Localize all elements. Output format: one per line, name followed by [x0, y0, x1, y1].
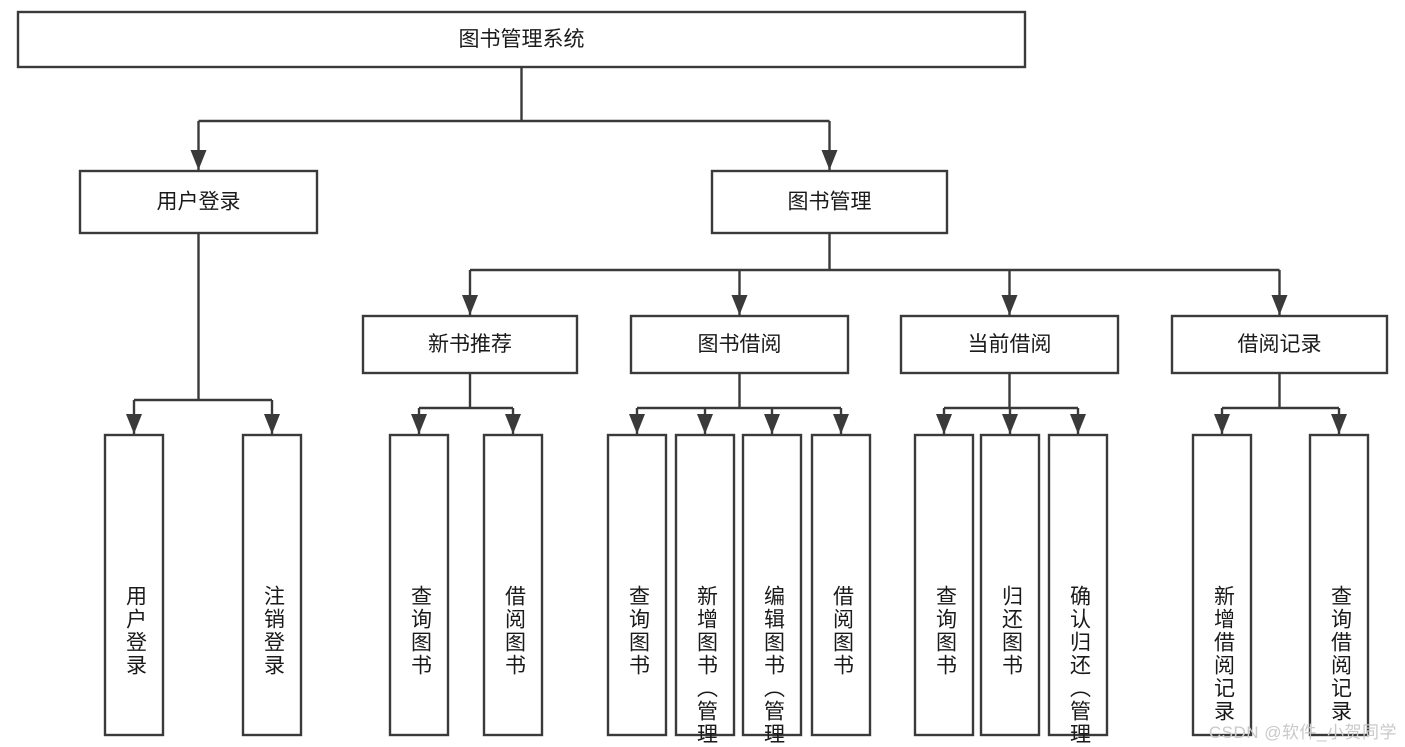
node-leaf-edit-book[interactable]: 编辑图书（管理员）	[741, 433, 803, 747]
arrow-head-icon	[833, 414, 849, 434]
arrow-head-icon	[764, 414, 780, 434]
nodes-group: 图书管理系统用户登录图书管理新书推荐图书借阅当前借阅借阅记录用户登录注销登录查询…	[16, 10, 1389, 747]
node-box-leaf-query-book-3	[913, 433, 975, 737]
arrow-head-icon	[505, 414, 521, 434]
arrow-head-icon	[821, 150, 838, 170]
arrow-head-icon	[190, 150, 207, 170]
arrow-head-icon	[697, 414, 713, 434]
node-leaf-borrow-book-1[interactable]: 借阅图书	[482, 433, 544, 737]
node-leaf-confirm-return[interactable]: 确认归还（管理员）	[1047, 433, 1109, 747]
node-user-login[interactable]: 用户登录	[78, 169, 319, 235]
arrow-head-icon	[629, 414, 645, 434]
arrow-head-icon	[731, 295, 748, 315]
node-box-user-login	[78, 169, 319, 235]
connector-edges-group	[126, 67, 1347, 434]
node-box-leaf-query-book-2	[606, 433, 668, 737]
node-box-current-borrow	[899, 314, 1120, 375]
node-current-borrow[interactable]: 当前借阅	[899, 314, 1120, 375]
node-box-leaf-edit-book	[741, 433, 803, 737]
node-label-leaf-confirm-return: 确认归还（管理员）	[1068, 585, 1092, 747]
node-box-root	[16, 10, 1027, 69]
node-label-user-login: 用户登录	[157, 191, 241, 214]
node-label-leaf-add-record: 新增借阅记录	[1212, 585, 1236, 723]
node-label-leaf-add-book: 新增图书（管理员）	[695, 585, 719, 747]
node-leaf-query-book-2[interactable]: 查询图书	[606, 433, 668, 737]
node-leaf-query-book-3[interactable]: 查询图书	[913, 433, 975, 737]
node-label-leaf-edit-book: 编辑图书（管理员）	[762, 585, 786, 747]
node-leaf-add-book[interactable]: 新增图书（管理员）	[674, 433, 736, 747]
arrow-head-icon	[936, 414, 952, 434]
node-label-leaf-borrow-book-2: 借阅图书	[831, 585, 855, 677]
node-box-leaf-return-book	[979, 433, 1041, 737]
node-label-leaf-borrow-book-1: 借阅图书	[503, 585, 527, 677]
node-label-leaf-query-book-3: 查询图书	[934, 585, 958, 677]
node-box-borrow-record	[1170, 314, 1389, 375]
node-label-borrow-record: 借阅记录	[1238, 333, 1322, 356]
node-box-leaf-borrow-book-1	[482, 433, 544, 737]
node-leaf-user-login[interactable]: 用户登录	[103, 433, 165, 737]
csdn-watermark: CSDN @软件_小贺同学	[1208, 723, 1397, 742]
node-leaf-user-logout[interactable]: 注销登录	[241, 433, 303, 737]
arrow-head-icon	[1214, 414, 1230, 434]
node-label-leaf-query-book-1: 查询图书	[409, 585, 433, 677]
node-box-leaf-user-logout	[241, 433, 303, 737]
node-label-current-borrow: 当前借阅	[968, 333, 1052, 356]
arrow-head-icon	[1002, 414, 1018, 434]
node-box-book-borrow	[629, 314, 850, 375]
node-book-manage[interactable]: 图书管理	[710, 169, 949, 235]
node-box-leaf-query-record	[1308, 433, 1370, 737]
arrow-head-icon	[462, 295, 478, 315]
arrow-head-icon	[1001, 295, 1018, 315]
node-new-book-recommend[interactable]: 新书推荐	[361, 314, 579, 375]
node-label-leaf-query-book-2: 查询图书	[627, 585, 651, 677]
node-label-leaf-user-login: 用户登录	[124, 585, 148, 677]
node-label-leaf-return-book: 归还图书	[1000, 585, 1024, 677]
node-box-book-manage	[710, 169, 949, 235]
node-root[interactable]: 图书管理系统	[16, 10, 1027, 69]
node-leaf-query-record[interactable]: 查询借阅记录	[1308, 433, 1370, 737]
node-label-new-book-recommend: 新书推荐	[428, 333, 512, 356]
node-box-leaf-confirm-return	[1047, 433, 1109, 737]
arrow-head-icon	[1070, 414, 1086, 434]
node-leaf-return-book[interactable]: 归还图书	[979, 433, 1041, 737]
node-label-leaf-query-record: 查询借阅记录	[1329, 585, 1353, 723]
node-label-root: 图书管理系统	[459, 28, 585, 51]
node-book-borrow[interactable]: 图书借阅	[629, 314, 850, 375]
node-box-new-book-recommend	[361, 314, 579, 375]
arrow-head-icon	[126, 414, 142, 434]
node-label-book-borrow: 图书借阅	[698, 333, 782, 356]
arrow-head-icon	[1331, 414, 1347, 434]
arrow-head-icon	[1271, 295, 1288, 315]
arrow-head-icon	[411, 414, 427, 434]
node-leaf-borrow-book-2[interactable]: 借阅图书	[810, 433, 872, 737]
node-box-leaf-add-record	[1191, 433, 1253, 737]
node-borrow-record[interactable]: 借阅记录	[1170, 314, 1389, 375]
node-box-leaf-add-book	[674, 433, 736, 737]
node-box-leaf-user-login	[103, 433, 165, 737]
arrow-head-icon	[264, 414, 280, 434]
node-leaf-add-record[interactable]: 新增借阅记录	[1191, 433, 1253, 737]
node-box-leaf-query-book-1	[388, 433, 450, 737]
node-box-leaf-borrow-book-2	[810, 433, 872, 737]
node-label-leaf-user-logout: 注销登录	[262, 585, 286, 677]
node-leaf-query-book-1[interactable]: 查询图书	[388, 433, 450, 737]
node-label-book-manage: 图书管理	[788, 191, 872, 214]
